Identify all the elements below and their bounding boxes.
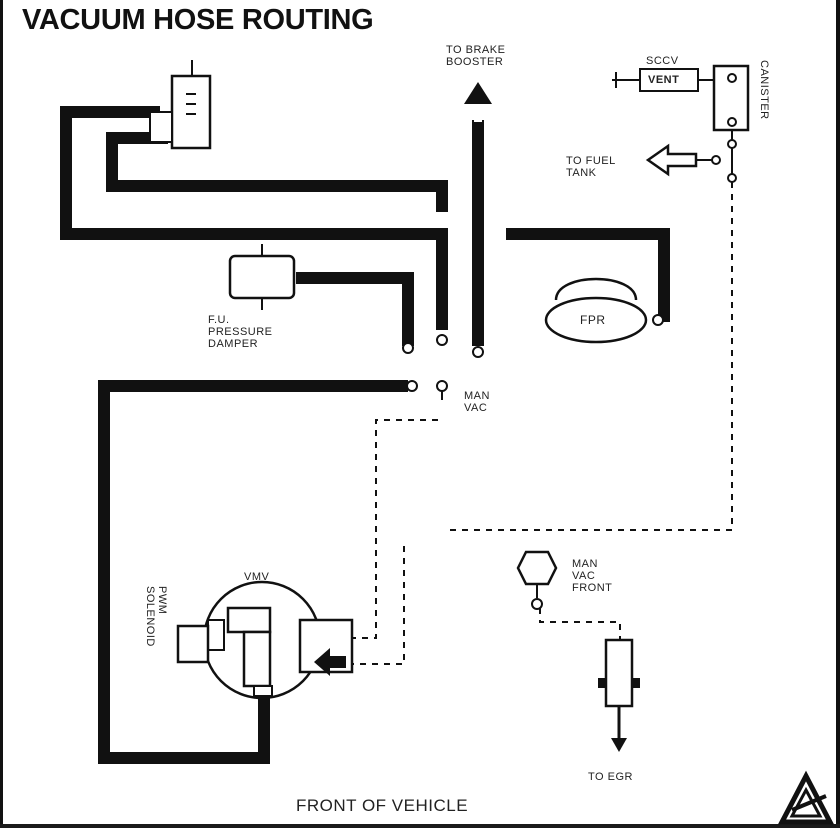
man-vac-port — [436, 380, 448, 392]
dashed-canister-line — [448, 182, 733, 531]
fpr-icon — [544, 277, 664, 344]
vmv-icon — [176, 580, 354, 700]
hose-fpr — [506, 228, 670, 322]
left-border — [0, 0, 3, 828]
sccv-icon — [612, 68, 714, 92]
port-d — [406, 380, 418, 392]
label-man-vac-front: MAN VAC FRONT — [572, 558, 613, 594]
brake-booster-arrow — [464, 82, 492, 104]
sensor-icon — [149, 60, 212, 150]
label-to-egr: TO EGR — [588, 771, 633, 783]
label-canister: CANISTER — [758, 60, 770, 120]
man-vac-front-icon — [516, 550, 558, 610]
hose-damper — [296, 272, 414, 346]
dashed-vmv-line — [352, 546, 405, 665]
diagram-title: VACUUM HOSE ROUTING — [22, 4, 374, 36]
fuel-tank-arrow-icon — [645, 143, 698, 177]
port-a — [436, 334, 448, 346]
label-vent: VENT — [648, 74, 680, 86]
port-c — [472, 346, 484, 358]
brake-booster-arrow-core — [474, 104, 482, 122]
damper-icon — [228, 244, 296, 310]
bottom-border — [0, 824, 840, 828]
label-to-brake-booster: TO BRAKE BOOSTER — [446, 44, 506, 68]
hose-sensor-branch — [106, 132, 448, 212]
label-to-fuel-tank: TO FUEL TANK — [566, 155, 616, 179]
label-sccv: SCCV — [646, 55, 679, 67]
port-b — [402, 342, 414, 354]
canister-icon — [696, 64, 750, 183]
label-front-of-vehicle: FRONT OF VEHICLE — [296, 796, 469, 815]
right-border — [836, 0, 840, 828]
dashed-man-vac-line — [340, 419, 438, 639]
label-man-vac: MAN VAC — [464, 390, 490, 414]
hose-vmv-loop — [98, 380, 408, 764]
egr-solenoid-icon — [598, 638, 640, 752]
hose-top-left-loop — [60, 106, 448, 330]
label-fuel-pressure-damper: F.U. PRESSURE DAMPER — [208, 314, 273, 350]
label-vmv: VMV — [244, 571, 270, 583]
publisher-logo-icon — [777, 770, 835, 825]
label-fpr: FPR — [580, 313, 606, 327]
dashed-egr-line — [539, 608, 621, 640]
label-pwm-solenoid: PWM SOLENOID — [144, 586, 168, 647]
